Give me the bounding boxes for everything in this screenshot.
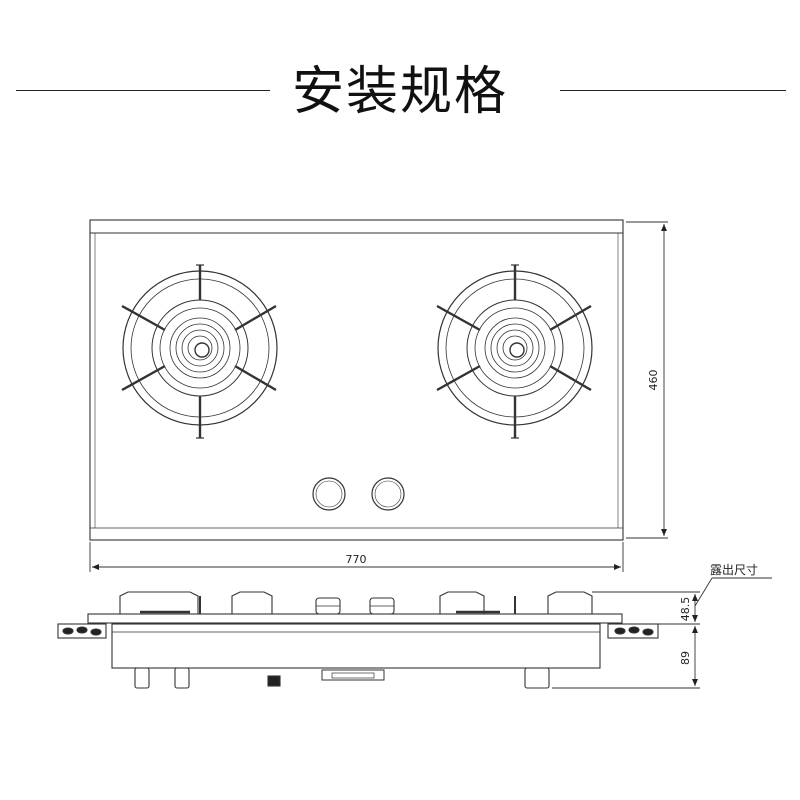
page-title: 安装规格 [291,62,508,122]
exposed-size-label: 露出尺寸 [710,563,758,577]
countertop-right [607,623,659,639]
grate-right-a [439,591,485,614]
title-rule-right [560,90,786,91]
grate-right-b [547,591,593,614]
title-rule-left [16,90,270,91]
control-knob-right [371,477,405,511]
cooktop-panel-outline [89,219,624,541]
countertop-left [57,623,107,639]
side-view [57,591,659,689]
cooktop-body [111,623,601,669]
exposed-height-label: 48.5 [679,597,692,622]
width-label: 770 [346,553,367,566]
control-knob-left [312,477,346,511]
title-row: 安装规格 [0,52,800,132]
underside-height-label: 89 [679,651,692,665]
foot-2 [174,667,190,689]
grate-left-a [119,591,199,614]
grate-left-b [231,591,273,614]
width-dimension [89,542,624,572]
height-dimensions [552,577,772,689]
bottom-fitting [321,669,385,681]
foot-1 [134,667,150,689]
glass-panel [87,613,623,624]
depth-label: 460 [647,370,660,391]
foot-3 [524,667,550,689]
top-view [89,219,624,541]
depth-dimension [626,221,668,539]
right-burner [436,264,593,439]
left-burner [121,264,278,439]
igniter-box [267,675,281,687]
